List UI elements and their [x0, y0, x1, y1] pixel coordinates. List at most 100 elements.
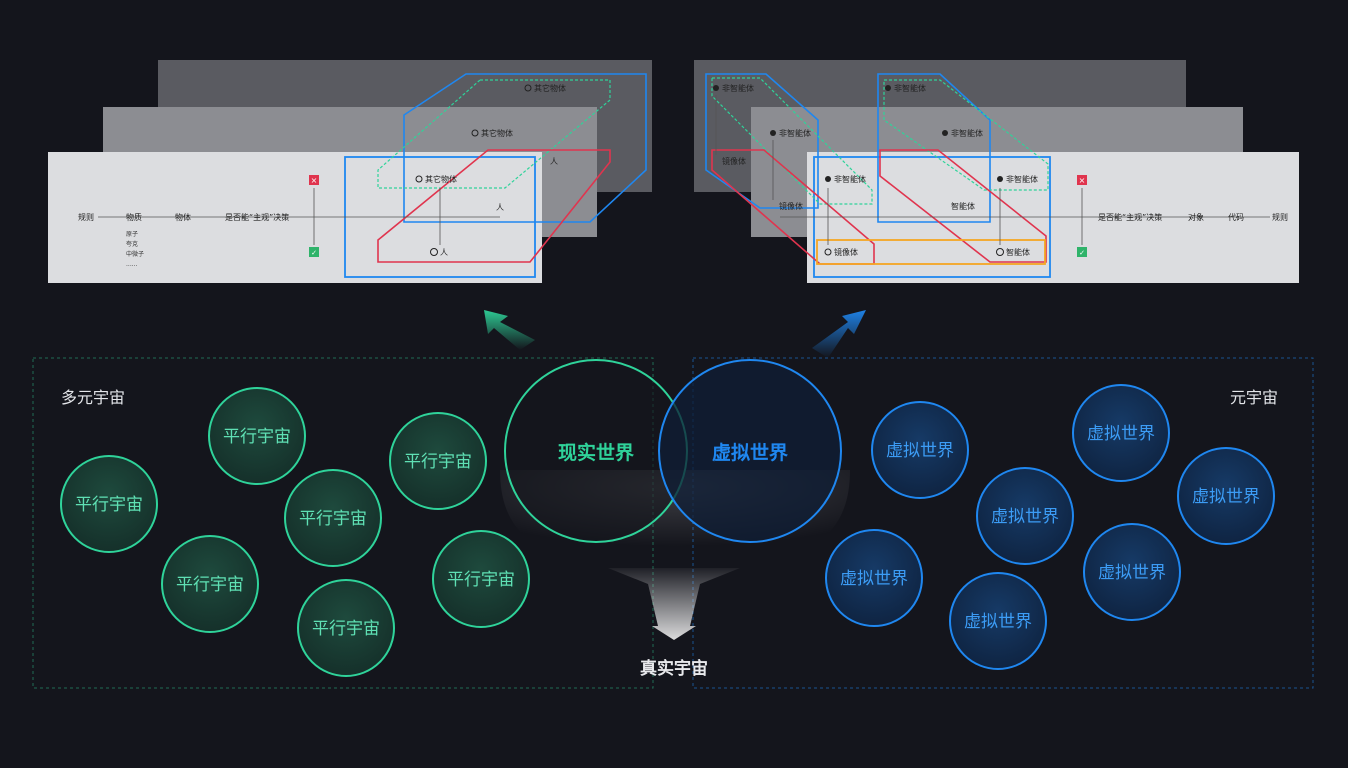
- right-orange-outline: [816, 239, 1046, 265]
- parallel-universe-circle: [432, 530, 530, 628]
- right-mid-intelligent: 智能体: [951, 201, 975, 211]
- right-mid-non-intel-a: 非智能体: [779, 128, 811, 138]
- left-panel-front: [48, 152, 542, 283]
- left-panel-stack: × ✓ 规则 物质 物体 是否能“主观”决策 原子 夸克 中微子 ...... …: [48, 60, 652, 283]
- right-panel-stack: × ✓ 规则 代码 对象 是否能“主观”决策 非智能体 非智能体 镜像体 智能体…: [694, 60, 1299, 283]
- virtual-world-circle: [871, 401, 969, 499]
- left-green-dashed-outline: [377, 79, 611, 189]
- left-red-outline: [377, 149, 611, 263]
- multiverse-label: 多元宇宙: [61, 388, 126, 407]
- right-back-mirror: 镜像体: [722, 156, 746, 166]
- parallel-universe-label: 平行宇宙: [176, 575, 244, 595]
- virtual-world-label: 虚拟世界: [886, 441, 954, 461]
- left-reject-icon: [309, 175, 319, 185]
- left-back-person: 人: [550, 157, 558, 166]
- parallel-universe-circle: [297, 579, 395, 677]
- left-matter-ex-1: 夸克: [126, 240, 138, 248]
- down-arrow: [608, 568, 740, 640]
- right-front-mirror: 镜像体: [834, 247, 858, 257]
- right-flow-2: 对象: [1188, 212, 1204, 222]
- parallel-universe-label: 平行宇宙: [75, 495, 143, 515]
- parallel-universe-circle: [60, 455, 158, 553]
- parallel-universe-label: 平行宇宙: [447, 570, 515, 590]
- svg-text:×: ×: [311, 176, 318, 185]
- left-accept-icon: [309, 247, 319, 257]
- left-flow-2: 物体: [175, 212, 191, 222]
- left-mid-person: 人: [496, 203, 504, 212]
- blue-arrow-shape: [812, 310, 866, 358]
- virtual-world-label: 虚拟世界: [1087, 424, 1155, 444]
- virtual-world-circle: [976, 467, 1074, 565]
- virtual-world-label: 虚拟世界: [1192, 487, 1260, 507]
- parallel-universe-label: 平行宇宙: [404, 452, 472, 472]
- left-matter-ex-3: ......: [126, 261, 138, 268]
- virtual-world-circle: [1177, 447, 1275, 545]
- arrow-to-left-panels: [484, 310, 535, 350]
- non-intelligent-icon-mid-a: [770, 130, 776, 136]
- svg-text:✓: ✓: [1079, 249, 1085, 257]
- virtual-world-label: 虚拟世界: [711, 442, 788, 464]
- virtual-world-label: 虚拟世界: [991, 507, 1059, 527]
- right-reject-icon: [1077, 175, 1087, 185]
- parallel-universe-label: 平行宇宙: [223, 427, 291, 447]
- parallel-universe-label: 平行宇宙: [312, 619, 380, 639]
- left-back-other-object: 其它物体: [534, 83, 566, 93]
- right-green-dashed-left: [711, 77, 873, 205]
- left-flow-0: 规则: [78, 212, 94, 222]
- right-front-non-intel-b: 非智能体: [1006, 174, 1038, 184]
- left-front-person: 人: [440, 248, 448, 257]
- right-back-non-intel-b: 非智能体: [894, 83, 926, 93]
- virtual-world-circle: [825, 529, 923, 627]
- non-intelligent-icon-back-b: [885, 85, 891, 91]
- svg-text:×: ×: [1079, 176, 1086, 185]
- parallel-universe-circle: [389, 412, 487, 510]
- other-object-icon-back: [524, 84, 532, 92]
- parallel-universe-circle: [161, 535, 259, 633]
- multiverse-region: [32, 357, 654, 689]
- metaverse-label: 元宇宙: [1230, 388, 1279, 407]
- right-front-non-intel-a: 非智能体: [834, 174, 866, 184]
- right-flow-1: 代码: [1228, 212, 1244, 222]
- arrow-to-right-panels: [812, 310, 866, 358]
- parallel-universe-circle: [208, 387, 306, 485]
- left-matter-ex-2: 中微子: [126, 250, 144, 258]
- true-universe-label: 真实宇宙: [640, 659, 708, 679]
- non-intelligent-icon-mid-b: [942, 130, 948, 136]
- non-intelligent-icon-b: [997, 176, 1003, 182]
- right-back-blue-outline-right: [877, 73, 991, 223]
- non-intelligent-icon-back-a: [713, 85, 719, 91]
- right-mid-mirror: 镜像体: [779, 201, 803, 211]
- right-panel-front: [807, 152, 1299, 283]
- virtual-world-label: 虚拟世界: [1098, 563, 1166, 583]
- right-green-dashed-right: [883, 79, 1049, 191]
- right-accept-icon: [1077, 247, 1087, 257]
- right-mid-non-intel-b: 非智能体: [951, 128, 983, 138]
- right-flow-3: 是否能“主观”决策: [1098, 212, 1162, 222]
- left-front-other-object: 其它物体: [425, 174, 457, 184]
- virtual-world-circle: [1083, 523, 1181, 621]
- intelligent-icon: [996, 248, 1004, 256]
- parallel-universe-label: 平行宇宙: [299, 509, 367, 529]
- right-back-blue-outline-left: [705, 73, 819, 209]
- virtual-world-circle: [658, 359, 842, 543]
- right-flow-0: 规则: [1272, 212, 1288, 222]
- left-flow-1: 物质: [126, 212, 142, 222]
- virtual-world-circle: [949, 572, 1047, 670]
- left-back-blue-outline: [403, 73, 647, 223]
- right-front-intelligent: 智能体: [1006, 247, 1030, 257]
- virtual-world-label: 虚拟世界: [840, 569, 908, 589]
- real-world-label: 现实世界: [557, 442, 634, 464]
- green-arrow-shape: [484, 310, 535, 350]
- virtual-world-circle: [1072, 384, 1170, 482]
- left-flow-3: 是否能“主观”决策: [225, 212, 289, 222]
- person-icon: [430, 248, 438, 256]
- virtual-world-label: 虚拟世界: [964, 612, 1032, 632]
- non-intelligent-icon: [825, 176, 831, 182]
- parallel-universe-circle: [284, 469, 382, 567]
- right-red-outline-right: [879, 149, 1047, 263]
- other-object-icon: [415, 175, 423, 183]
- right-back-non-intel-a: 非智能体: [722, 83, 754, 93]
- mirror-icon: [824, 248, 832, 256]
